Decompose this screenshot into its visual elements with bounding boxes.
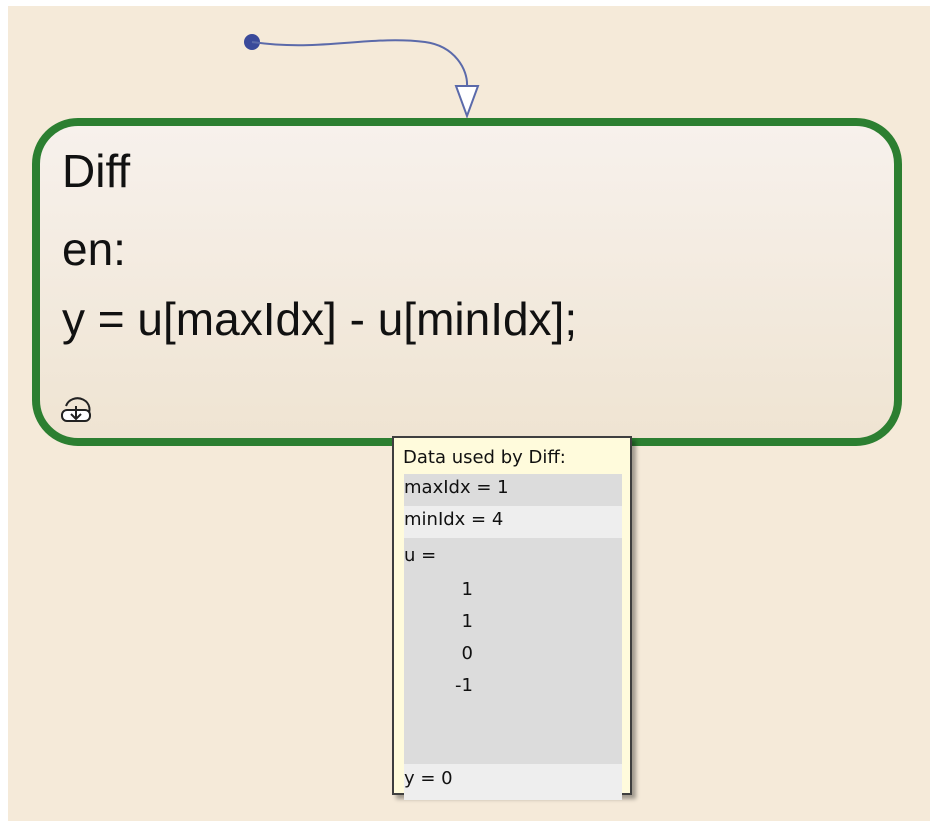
- u-values: 1 1 0 -1: [433, 576, 473, 704]
- u-value: 0: [461, 643, 473, 664]
- u-value: 1: [461, 579, 473, 600]
- state-action: y = u[maxIdx] - u[minIdx];: [62, 293, 578, 345]
- u-value: -1: [455, 675, 473, 696]
- state-name: Diff: [62, 145, 131, 197]
- tooltip-data-list: maxIdx = 1 minIdx = 4 u = 1 1 0 -1 y = 0: [404, 474, 622, 800]
- state-entry-label: en:: [62, 223, 126, 275]
- data-row-minidx: minIdx = 4: [404, 506, 622, 538]
- data-row-u: u = 1 1 0 -1: [404, 538, 622, 764]
- u-label: u =: [404, 545, 437, 566]
- state-diff[interactable]: Diff en: y = u[maxIdx] - u[minIdx];: [32, 118, 902, 446]
- u-value: 1: [461, 611, 473, 632]
- subchart-icon[interactable]: [58, 396, 98, 426]
- data-row-maxidx: maxIdx = 1: [404, 474, 622, 506]
- data-tooltip: Data used by Diff: maxIdx = 1 minIdx = 4…: [392, 436, 632, 800]
- tooltip-title: Data used by Diff:: [403, 447, 566, 468]
- data-row-y: y = 0: [404, 764, 622, 800]
